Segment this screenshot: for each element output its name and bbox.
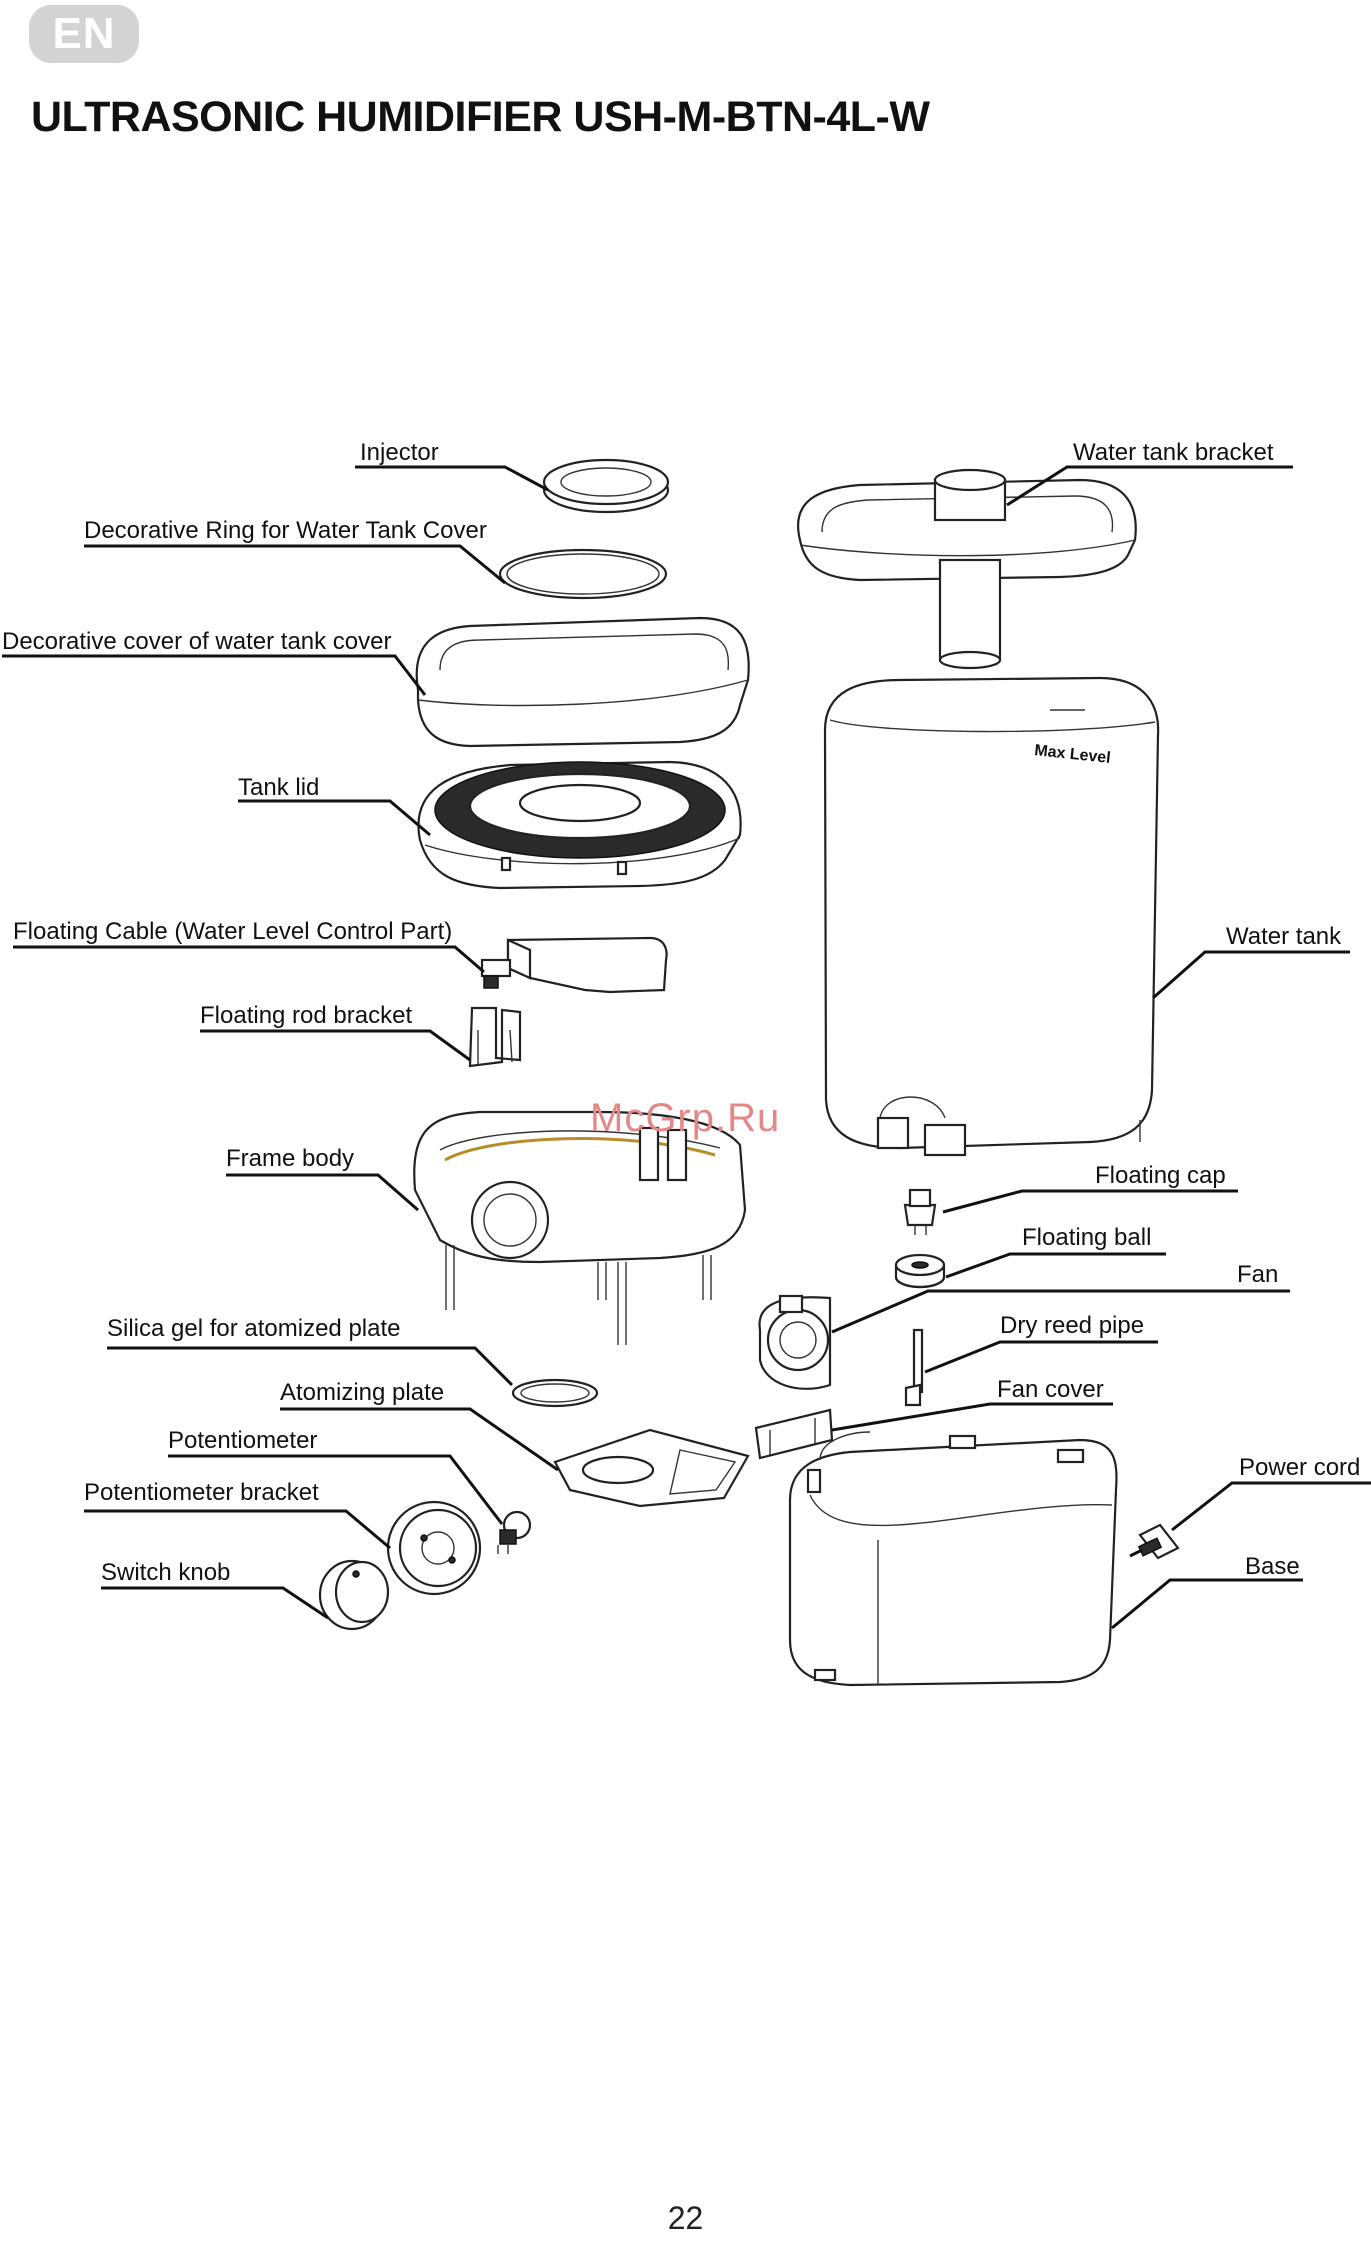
dry-reed-pipe-part [904,1328,924,1407]
frame-body-part [413,1110,747,1345]
label-tank-lid: Tank lid [238,774,319,801]
label-potentiometer: Potentiometer [168,1427,317,1454]
label-fan-cover: Fan cover [997,1376,1104,1403]
fan-part [758,1294,832,1390]
atomizing-plate-part [553,1428,750,1508]
page-title: ULTRASONIC HUMIDIFIER USH-M-BTN-4L-W [31,93,930,141]
decorative-cover-part [415,616,750,748]
label-decorative-cover: Decorative cover of water tank cover [2,628,392,655]
label-silica-gel: Silica gel for atomized plate [107,1315,400,1342]
label-dry-reed-pipe: Dry reed pipe [1000,1312,1144,1339]
floating-rod-bracket-part [468,1006,522,1068]
fan-cover-part [754,1408,834,1460]
silica-gel-part [511,1378,599,1408]
label-floating-rod-bracket: Floating rod bracket [200,1002,412,1029]
label-water-tank: Water tank [1226,923,1342,950]
floating-ball-part [894,1253,946,1289]
label-injector: Injector [360,439,439,466]
page-number: 22 [667,2200,704,2236]
label-floating-cable: Floating Cable (Water Level Control Part… [13,918,452,945]
label-frame-body: Frame body [226,1145,354,1172]
switch-knob-part [318,1559,390,1631]
language-badge: EN [29,5,139,63]
water-tank-bracket-part [797,468,1137,670]
tank-lid-part [417,760,742,890]
potentiometer-bracket-part [386,1500,482,1596]
label-decorative-ring: Decorative Ring for Water Tank Cover [84,517,487,544]
injector-part [542,458,670,514]
power-cord-part [1129,1523,1180,1560]
label-power-cord: Power cord [1239,1454,1360,1481]
floating-cable-part [480,936,668,994]
label-water-tank-bracket: Water tank bracket [1073,439,1274,466]
label-floating-cap: Floating cap [1095,1162,1226,1189]
label-potentiometer-bracket: Potentiometer bracket [84,1479,319,1506]
label-base: Base [1245,1553,1300,1580]
base-part [788,1431,1118,1687]
decorative-ring-part [498,548,668,600]
label-switch-knob: Switch knob [101,1559,230,1586]
label-floating-ball: Floating ball [1022,1224,1151,1251]
floating-cap-part [903,1188,937,1235]
label-fan: Fan [1237,1261,1278,1288]
label-atomizing-plate: Atomizing plate [280,1379,444,1406]
potentiometer-part [497,1510,532,1554]
watermark: McGrp.Ru [590,1096,781,1140]
water-tank-part: Max Level [823,676,1160,1157]
